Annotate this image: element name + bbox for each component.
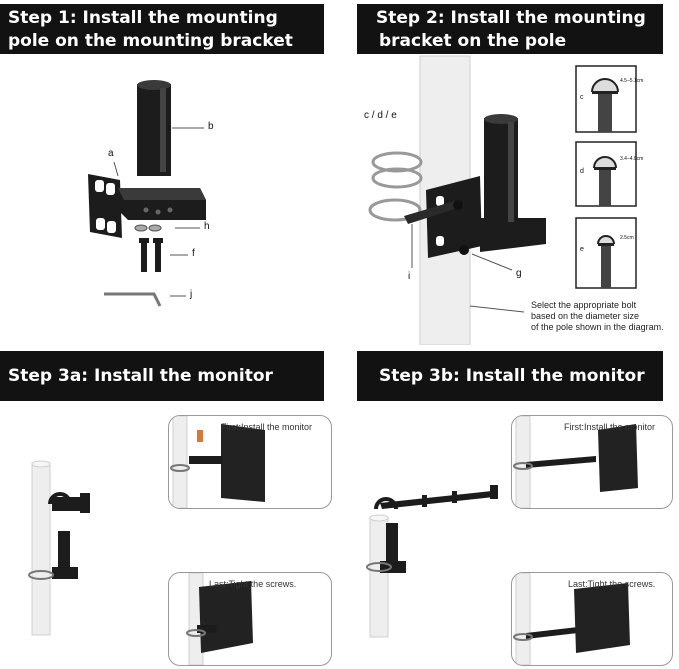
u-bolt <box>371 151 423 173</box>
step2-header: Step 2: Install the mounting bracket on … <box>357 4 663 54</box>
step3b-last-panel: Last:Tight the screws. <box>511 572 673 666</box>
monitor <box>221 424 265 502</box>
label-b: b <box>208 121 214 132</box>
step3b-last-text: Last:Tight the screws. <box>568 579 656 589</box>
label-h: h <box>204 221 210 232</box>
step1-header: Step 1: Install the mounting pole on the… <box>0 4 324 54</box>
step3b-quadrant: Step 3b: Install the monitor First:Insta… <box>340 345 679 669</box>
step2-title-line2: bracket on the pole <box>379 31 567 51</box>
step1-title-line2: pole on the mounting bracket <box>8 31 293 51</box>
label-cde: c / d / e <box>364 110 397 121</box>
monitor <box>574 583 630 653</box>
knob <box>459 245 469 255</box>
bolt <box>141 240 147 272</box>
bracket-back-plate <box>88 174 122 238</box>
step3b-first-panel: First:Install the monitor <box>511 415 673 509</box>
monitor <box>199 581 253 653</box>
clamp-strap <box>404 200 464 224</box>
label-i: i <box>408 271 411 282</box>
step3a-first-text: First:Install the monitor <box>221 422 313 432</box>
step3a-header: Step 3a: Install the monitor <box>0 351 324 401</box>
step3b-first-text: First:Install the monitor <box>564 422 656 432</box>
step3a-last-panel: Last:Tight the screws. <box>168 572 332 666</box>
step3a-illustration <box>28 460 90 636</box>
step1-title-line1: Step 1: Install the mounting <box>8 8 278 28</box>
dim-d: 3.4–4.0cm <box>620 156 644 162</box>
label-a: a <box>108 148 114 159</box>
monitor <box>598 424 638 492</box>
dim-c: 4.5–5.1cm <box>620 78 644 84</box>
label-e: e <box>580 246 584 253</box>
step3a-title: Step 3a: Install the monitor <box>8 366 273 386</box>
step3b-header: Step 3b: Install the monitor <box>357 351 663 401</box>
step1-quadrant: Step 1: Install the mounting pole on the… <box>0 0 340 345</box>
label-g: g <box>516 268 522 279</box>
washer <box>148 224 162 232</box>
washer <box>134 224 148 232</box>
bolt <box>155 240 161 272</box>
allen-wrench <box>104 292 162 307</box>
step2-quadrant: Step 2: Install the mounting bracket on … <box>340 0 679 345</box>
label-j: j <box>190 289 193 300</box>
bolt-note-line3: of the pole shown in the diagram. <box>531 322 664 332</box>
step2-illustration <box>368 55 637 345</box>
label-f: f <box>192 248 195 259</box>
pole <box>369 516 389 638</box>
u-bolt <box>368 198 422 222</box>
bolt-note-line2: based on the diameter size <box>531 311 640 321</box>
step3a-last-text: Last:Tight the screws. <box>209 579 297 589</box>
step3a-first-panel: First:Install the monitor <box>168 415 332 509</box>
dim-e: 2.5cm <box>620 235 634 241</box>
step1-illustration <box>88 80 206 307</box>
bracket-plate <box>426 176 482 258</box>
label-d: d <box>580 168 584 175</box>
step2-title-line1: Step 2: Install the mounting <box>376 8 646 28</box>
step3a-quadrant: Step 3a: Install the monitor First:Insta… <box>0 345 340 669</box>
pole <box>31 462 51 636</box>
bolt-note-line1: Select the appropriate bolt <box>531 300 637 310</box>
step3b-illustration <box>366 485 498 638</box>
step3b-title: Step 3b: Install the monitor <box>379 366 645 386</box>
label-c: c <box>580 94 584 101</box>
